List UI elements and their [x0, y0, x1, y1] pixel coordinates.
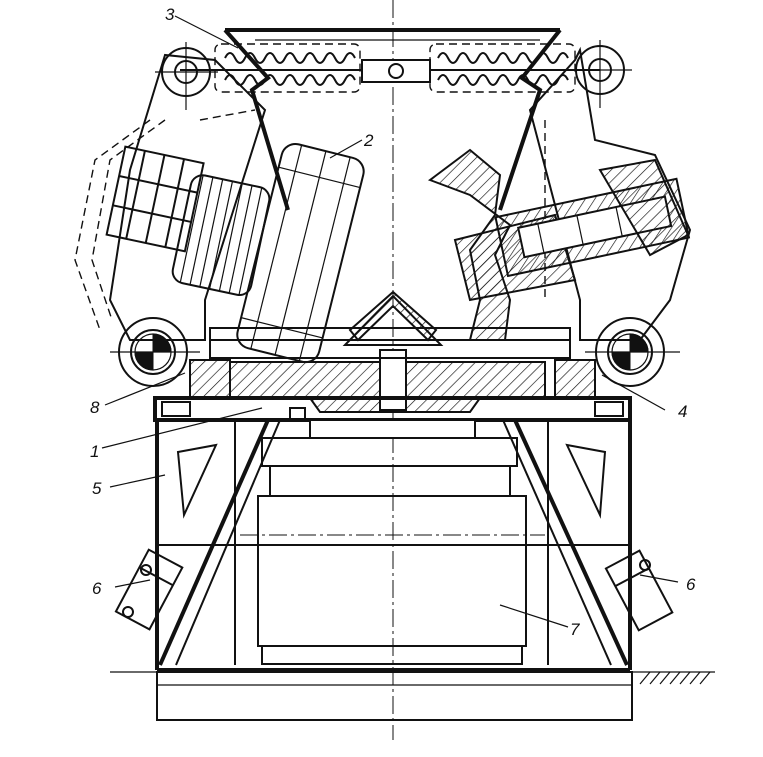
callout-6-right: 6 [686, 575, 696, 594]
damper-right [604, 549, 674, 632]
callout-1: 1 [90, 442, 99, 461]
lower-pivot-left [110, 317, 200, 387]
upper-pivot-right [568, 40, 632, 108]
base-frame [155, 419, 632, 672]
callout-8: 8 [90, 398, 100, 417]
callout-3: 3 [165, 5, 175, 24]
roller-left [236, 142, 365, 364]
foundation [110, 671, 715, 721]
callout-5: 5 [92, 479, 102, 498]
damper-left [114, 548, 184, 631]
swing-arm-left [74, 53, 267, 341]
tension-spring-right [429, 43, 576, 93]
tie-rod [180, 59, 600, 83]
main-gearbox [240, 419, 545, 665]
callout-labels: 3 2 8 4 1 5 6 6 7 [90, 5, 696, 639]
callout-6-left: 6 [92, 579, 102, 598]
leader-lines [101, 15, 679, 628]
lower-pivot-right [585, 317, 680, 387]
callout-4: 4 [678, 402, 687, 421]
callout-7: 7 [570, 620, 580, 639]
tension-spring-left [214, 43, 361, 93]
left-drive-motor [105, 145, 271, 296]
ground-hatch [639, 671, 711, 685]
callout-2: 2 [363, 131, 374, 150]
right-drive-shaft [494, 158, 691, 278]
upper-pivot-left [155, 42, 218, 110]
